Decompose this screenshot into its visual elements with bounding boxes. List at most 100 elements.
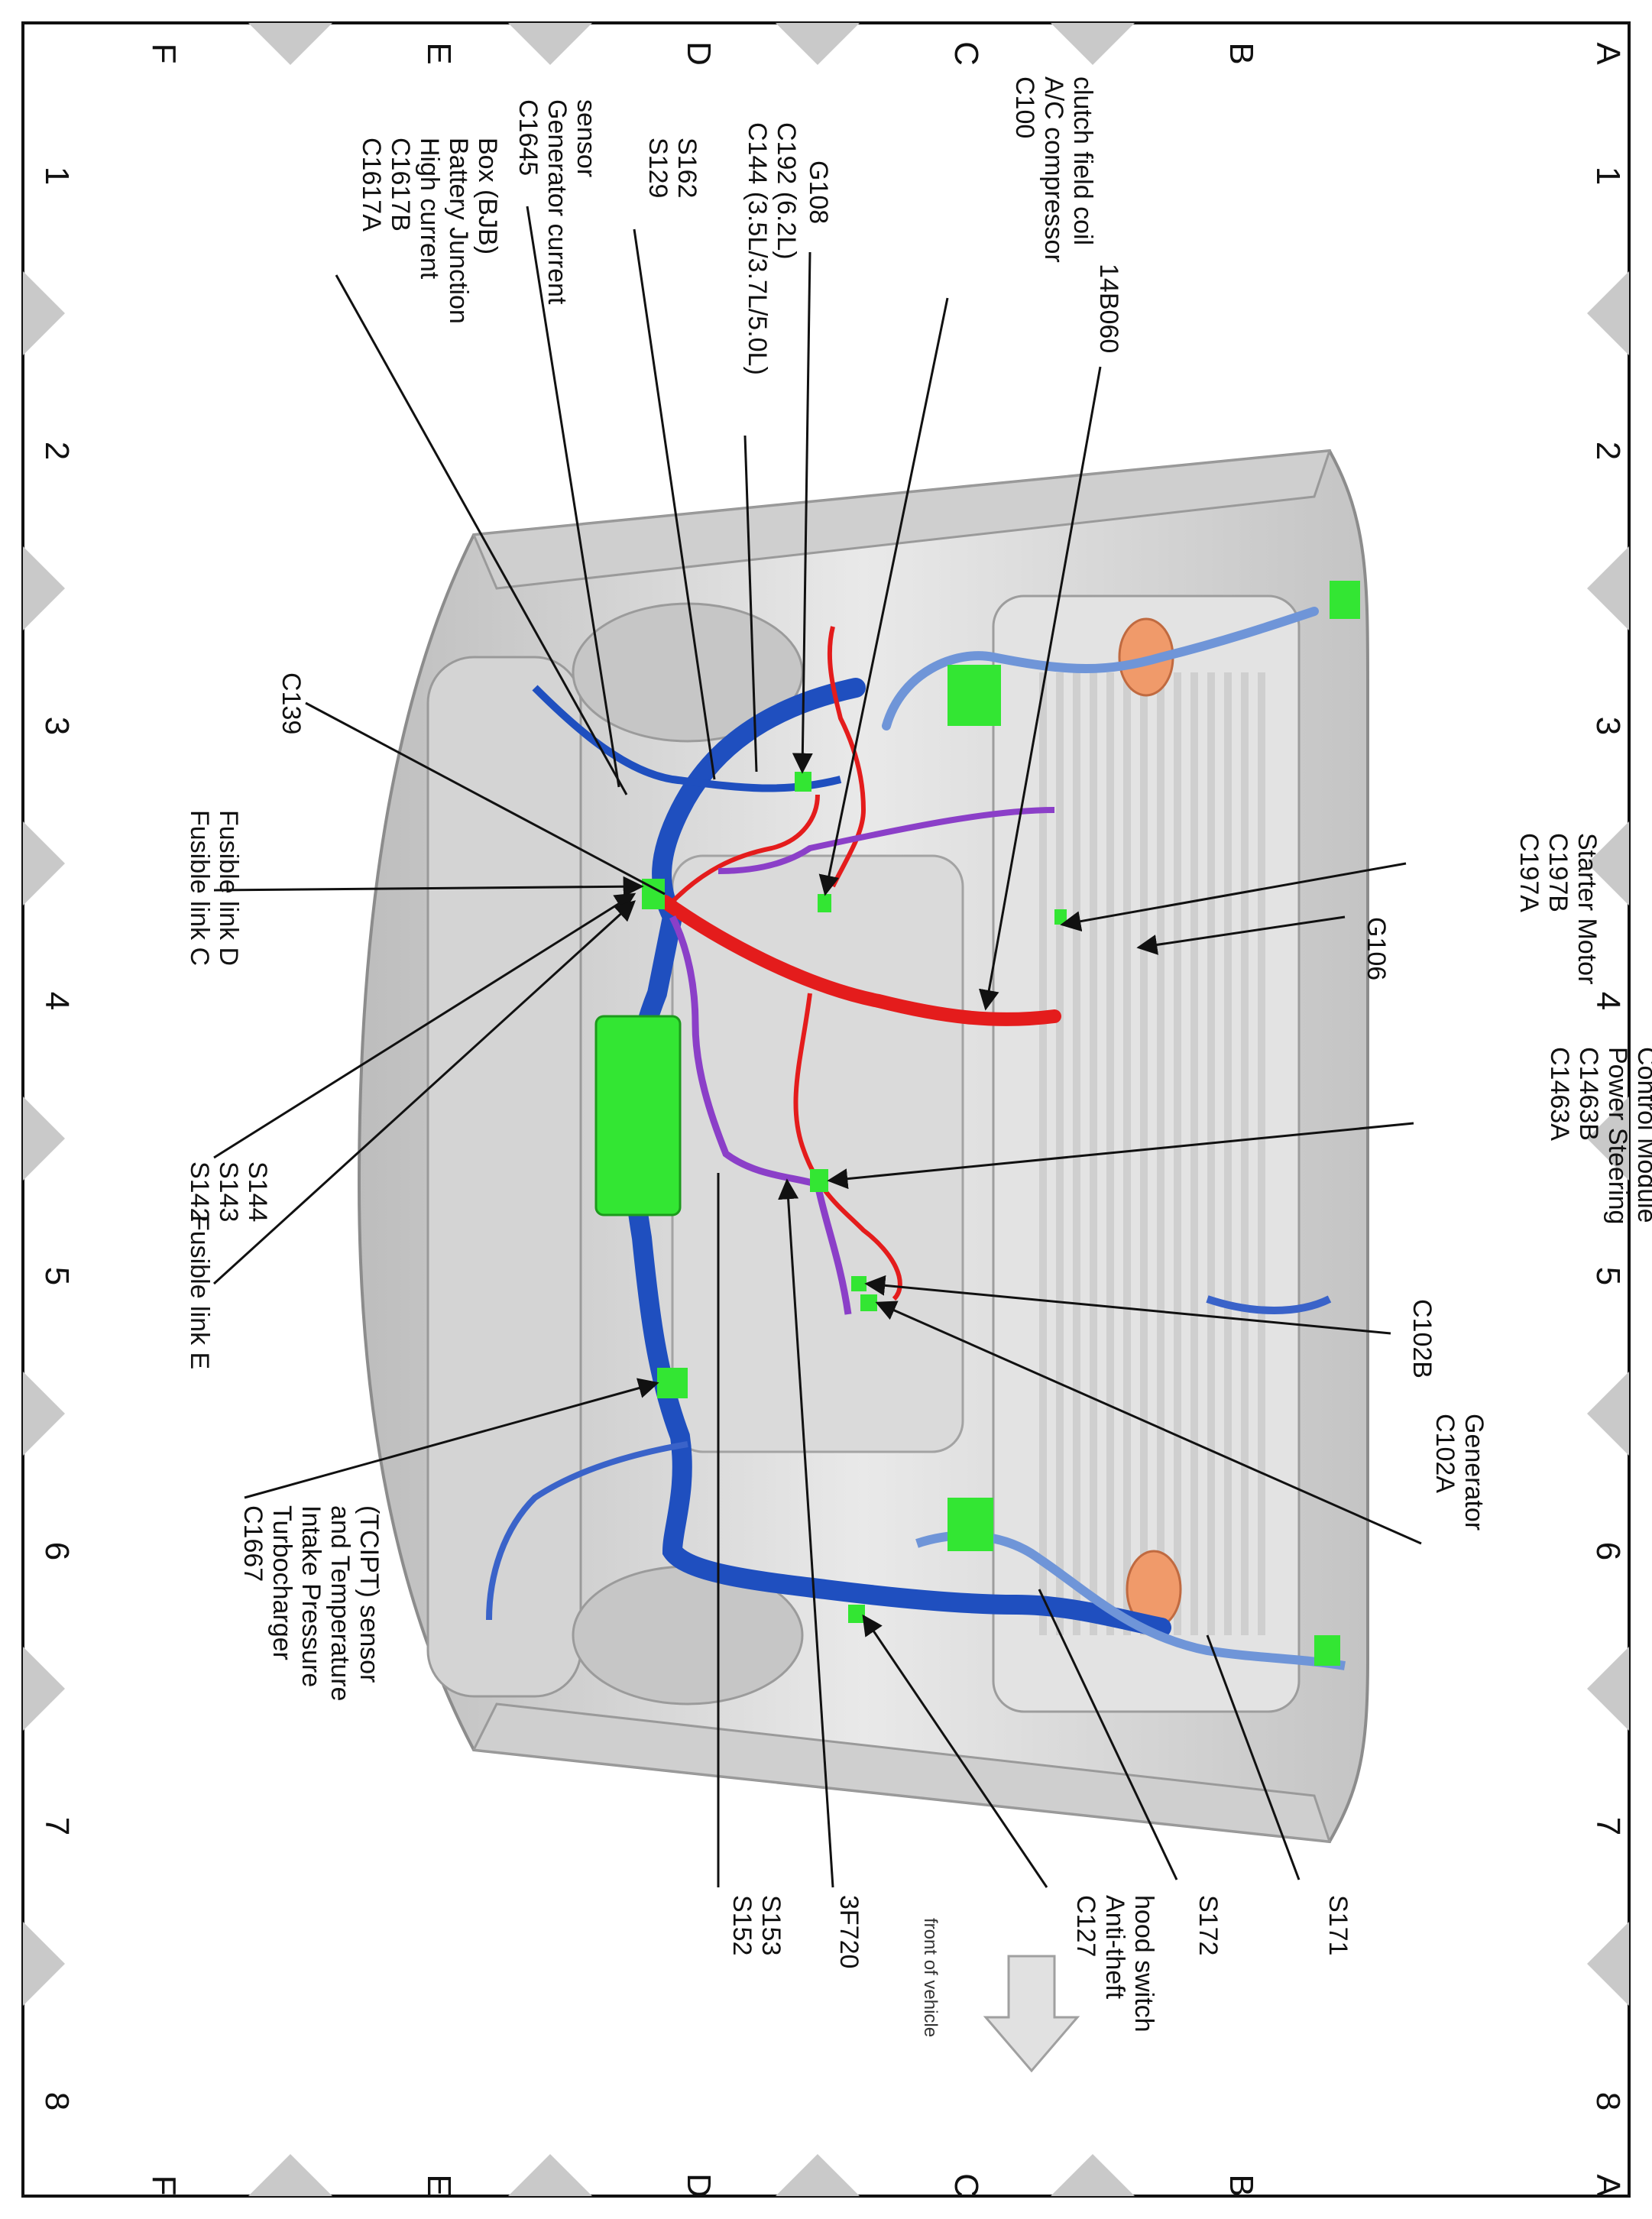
callout-s172: S172 [1194,1895,1223,1955]
grille-slat [1039,672,1047,1635]
connector-c102a [860,1294,877,1311]
border-marker-left [23,1097,65,1181]
callout-fusiblecd: Fusible link CFusible link D [185,810,243,966]
grid-number-left: 7 [38,1817,76,1835]
callout-line: S171 [1323,1895,1352,1955]
grid-letter-bottom: B [1223,2174,1260,2196]
border-marker-right [1587,1097,1629,1181]
border-marker-left [23,1922,65,2006]
callout-line: G108 [804,160,833,224]
callout-line: Box (BJB) [473,138,502,254]
leader-c102b [864,1275,1391,1335]
callout-line: C1463B [1574,1047,1603,1141]
callout-c100: C100A/C compressorclutch field coil [1010,76,1097,263]
leader-fusiblee [212,900,636,1285]
border-marker-top [508,23,592,65]
callout-line: C1617B [386,138,415,232]
connector-c100 [818,894,831,912]
callout-c127: C127Anti-thefthood switch [1071,1895,1158,2033]
border-marker-top [248,23,332,65]
grid-number-right: 7 [1589,1817,1627,1835]
callout-line: Starter Motor [1573,833,1602,984]
callout-c1463: C1463AC1463BPower SteeringControl Module… [1545,1047,1652,1224]
callout-fusiblee: Fusible link E [185,1215,214,1369]
callout-line: C144 (3.5L/3.7L/5.0L) [743,122,772,375]
grid-number-left: 2 [38,442,76,460]
callout-3f720: 3F720 [834,1895,863,1968]
grille-slat [1056,672,1064,1635]
callout-line: S143 [214,1161,243,1222]
border-marker-left [23,1647,65,1731]
border-marker-left [23,271,65,355]
purple-line-2 [717,807,1055,874]
callout-line: C1667 [238,1505,267,1582]
grille-slat [1140,672,1148,1635]
grid-letter-bottom: D [680,2173,717,2198]
border-marker-right [1587,821,1629,905]
callout-s142: S142S143S144 [185,1161,272,1222]
border-marker-left [23,546,65,630]
grid-letter-bottom: C [947,2173,985,2198]
callout-line: Fusible link E [185,1215,214,1369]
leader-c197 [1060,862,1407,932]
border-marker-bottom [248,2154,332,2196]
leader-s142 [213,892,637,1159]
grid-number-left: 5 [38,1267,76,1285]
grid-number-left: 3 [38,717,76,735]
grille-slat [1190,672,1198,1635]
border-markers [23,23,1629,2196]
connector-front-left [1330,581,1360,619]
leader-c1667 [244,1378,659,1499]
grid-number-right: 5 [1589,1267,1627,1285]
grid-number-right: 1 [1589,167,1627,185]
leader-fusiblecd [213,876,644,897]
purple-sense-line [669,915,852,1315]
callout-c144: C144 (3.5L/3.7L/5.0L)C192 (6.2L) [743,122,801,375]
border-marker-left [23,1372,65,1456]
grid-letter-top: F [145,44,183,64]
connector-c127 [848,1605,865,1623]
grille-slat [1224,672,1232,1635]
callout-c139: C139 [277,672,306,734]
callout-line: S142 [185,1161,214,1222]
callout-line: S172 [1194,1895,1223,1955]
connector-front-right [1314,1635,1340,1666]
grid-letter-bottom: E [420,2174,458,2196]
engine-block [671,854,964,1453]
callout-line: C102A [1430,1414,1459,1493]
callout-labels: C100A/C compressorclutch field coil G108… [185,76,1652,2033]
border-marker-bottom [508,2154,592,2196]
leader-g106 [1136,915,1346,955]
border-marker-right [1587,1922,1629,2006]
callout-line: sensor [572,99,601,177]
callout-line: C100 [1010,76,1039,138]
callout-line: and Temperature [326,1505,355,1701]
callout-line: C192 (6.2L) [772,122,801,260]
callout-line: Fusible link D [214,810,243,966]
callout-line: 3F720 [834,1895,863,1968]
callout-line: S152 [727,1895,756,1955]
callout-g106: G106 [1362,917,1391,980]
grid-letter-bottom: F [145,2175,183,2196]
callout-line: C1463A [1545,1047,1574,1141]
callout-line: Power Steering [1603,1047,1632,1224]
callout-line: C197B [1543,833,1573,912]
callout-line: High current [415,138,444,280]
grid-number-left: 4 [38,992,76,1010]
callout-line: Anti-theft [1100,1895,1129,2000]
grille-slat [1241,672,1249,1635]
callout-line: C1645 [513,99,543,176]
harness-branch-blue-2 [532,685,842,792]
harness-branch-blue [882,607,1319,730]
callout-c1617: C1617AC1617BHigh currentBattery Junction… [357,138,502,324]
callout-line: C1617A [357,138,386,232]
fender-right [471,1702,1332,1843]
callout-c197: C197AC197BStarter Motor [1514,833,1602,984]
leader-c1617 [335,274,628,795]
grid-number-right: 3 [1589,717,1627,735]
callout-line: Intake Pressure [296,1505,326,1687]
grid-letter-top: B [1223,42,1260,64]
grid-letter-top: D [680,41,717,66]
